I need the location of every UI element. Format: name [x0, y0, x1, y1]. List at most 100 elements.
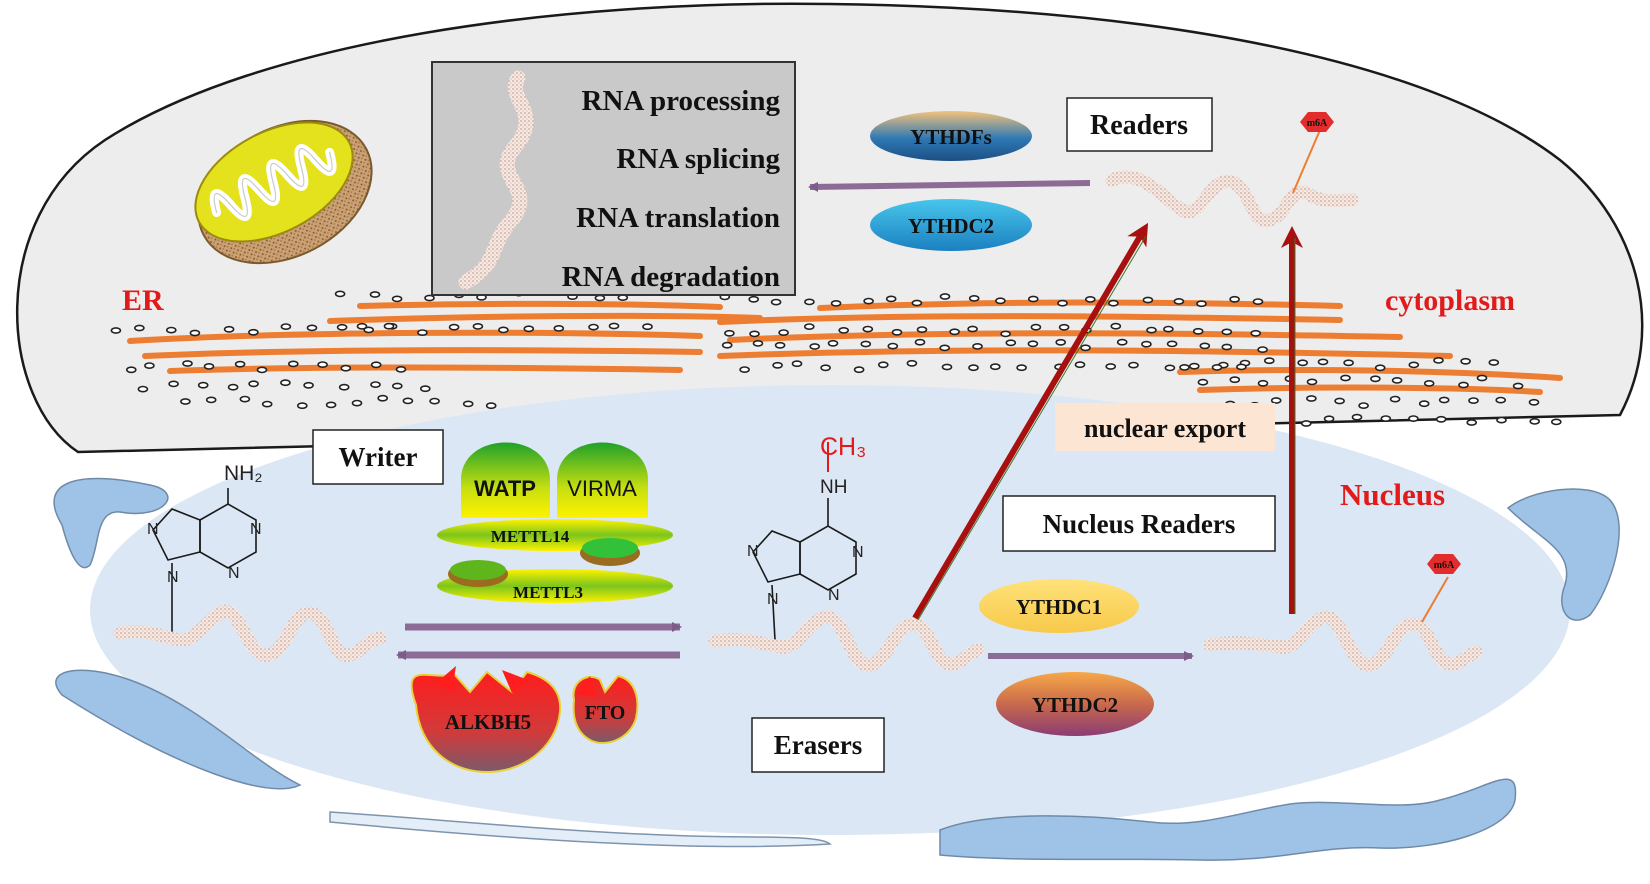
erasers-label: Erasers — [774, 730, 862, 760]
ribosome-dot — [1005, 339, 1017, 347]
ribosome-dot — [429, 397, 440, 405]
ribosome-dot — [239, 395, 251, 403]
ribosome-dot — [778, 329, 789, 336]
ribosome-dot — [395, 365, 407, 373]
ribosome-dot — [1551, 418, 1562, 426]
ribosome-dot — [916, 326, 928, 333]
ribosome-dot — [144, 362, 155, 369]
ribosome-dot — [1496, 416, 1507, 424]
ribosome-dot — [1197, 378, 1209, 386]
ribosome-dot — [1196, 300, 1207, 308]
ythdc2-nuclear-protein — [996, 672, 1154, 736]
ribosome-dot — [1116, 338, 1128, 346]
methyl-adenosine-n: N — [767, 591, 779, 608]
ribosome-dot — [885, 295, 897, 303]
ribosome-dot — [972, 342, 983, 350]
ribosome-dot — [1141, 340, 1152, 348]
ribosome-dot — [248, 380, 259, 388]
nucleus-label: Nucleus — [1340, 477, 1445, 512]
ribosome-dot — [1257, 346, 1268, 353]
ribosome-dot — [1466, 419, 1477, 426]
ribosome-dot — [1199, 342, 1211, 350]
ribosome-dot — [1229, 295, 1240, 303]
ribosome-dot — [827, 339, 839, 347]
ribosome-dot — [1189, 362, 1200, 370]
ribosome-dot — [772, 361, 783, 369]
unmodified-mrna-strand — [113, 604, 387, 662]
ribosome-dot — [306, 324, 318, 332]
ribosome-dot — [189, 329, 201, 337]
mettl14-label: METTL14 — [491, 527, 570, 546]
ribosome-dot — [838, 326, 850, 334]
ribosome-dot — [967, 325, 978, 333]
adenosine-structure — [152, 488, 257, 640]
ribosome-dot — [914, 338, 926, 346]
ribosome-dot — [1301, 420, 1312, 427]
erasers-box — [751, 717, 885, 773]
fto-notch — [576, 676, 596, 697]
ribosome-dot — [370, 381, 381, 388]
ribosome-dot — [168, 380, 179, 388]
nuclear-export-box — [1055, 403, 1275, 451]
ribosome-dot — [402, 397, 414, 405]
ribosome-dot — [968, 294, 980, 302]
ribosome-dot — [1270, 397, 1282, 404]
ribosome-dot — [1128, 361, 1139, 369]
writer-label: Writer — [339, 442, 418, 472]
ribosome-dot — [1110, 322, 1122, 330]
nuclear-export-arrow-left-shade — [917, 235, 1147, 621]
ribosome-dot — [248, 328, 259, 336]
mettl-subunit-right-top — [582, 538, 638, 558]
ribosome-dot — [553, 324, 565, 332]
ribosome-dot — [110, 327, 122, 334]
cyto-mrna-strand — [1105, 170, 1359, 227]
ribosome-dot — [523, 325, 535, 333]
ribosome-dot — [303, 381, 314, 389]
methyl-nh-label: NH — [820, 477, 847, 498]
alkbh5-notch — [436, 666, 456, 692]
ribosome-dot — [1435, 415, 1447, 423]
adenosine-n: N — [228, 565, 240, 582]
ribosome-dot — [1317, 358, 1329, 366]
ribosome-dot — [1358, 402, 1369, 409]
cyto-m6a-stem — [1292, 129, 1321, 194]
nucleus-readers-label: Nucleus Readers — [1043, 509, 1236, 539]
ribosome-dot — [391, 295, 403, 303]
ribosome-dot — [203, 362, 215, 370]
virma-protein — [557, 442, 648, 518]
ribosome-dot — [256, 366, 268, 374]
ythdfs-protein — [870, 111, 1032, 161]
ribosome-dot — [280, 323, 292, 330]
ribosome-dot — [1438, 396, 1450, 404]
ribosome-dot — [197, 381, 209, 389]
ribosome-dot — [1476, 374, 1488, 382]
mitochondrion — [194, 119, 373, 265]
ribosome-dot — [1173, 297, 1185, 305]
alkbh5-protein — [410, 670, 562, 774]
ribosome-dot — [863, 297, 874, 305]
ribosome-dot — [1221, 343, 1233, 351]
ribosome-dot — [1211, 363, 1223, 371]
ribosome-dot — [739, 366, 750, 373]
methyl-adenosine-structure — [752, 498, 857, 641]
ribosome-dot — [939, 293, 951, 300]
ribosome-dot — [1334, 397, 1345, 405]
ribosome-dot — [1164, 364, 1176, 372]
fto-label: FTO — [585, 702, 626, 724]
ribosome-dot — [391, 382, 403, 390]
ribosome-dot — [911, 299, 923, 307]
ribosome-dot — [749, 330, 760, 338]
ribosome-dot — [1108, 299, 1119, 307]
ribosome-dot — [137, 385, 149, 393]
alkbh5-notch — [502, 670, 528, 693]
virma-label: VIRMA — [567, 476, 637, 501]
ribosome-dot — [1000, 330, 1011, 338]
adenosine-n: N — [167, 569, 179, 586]
ribosome-dot — [485, 402, 497, 410]
ribosome-dot — [377, 394, 389, 402]
ythdc1-protein — [979, 579, 1139, 633]
ribosome-dot — [1408, 415, 1419, 422]
ribosome-dot — [424, 294, 435, 302]
ribosome-dot — [338, 383, 350, 391]
